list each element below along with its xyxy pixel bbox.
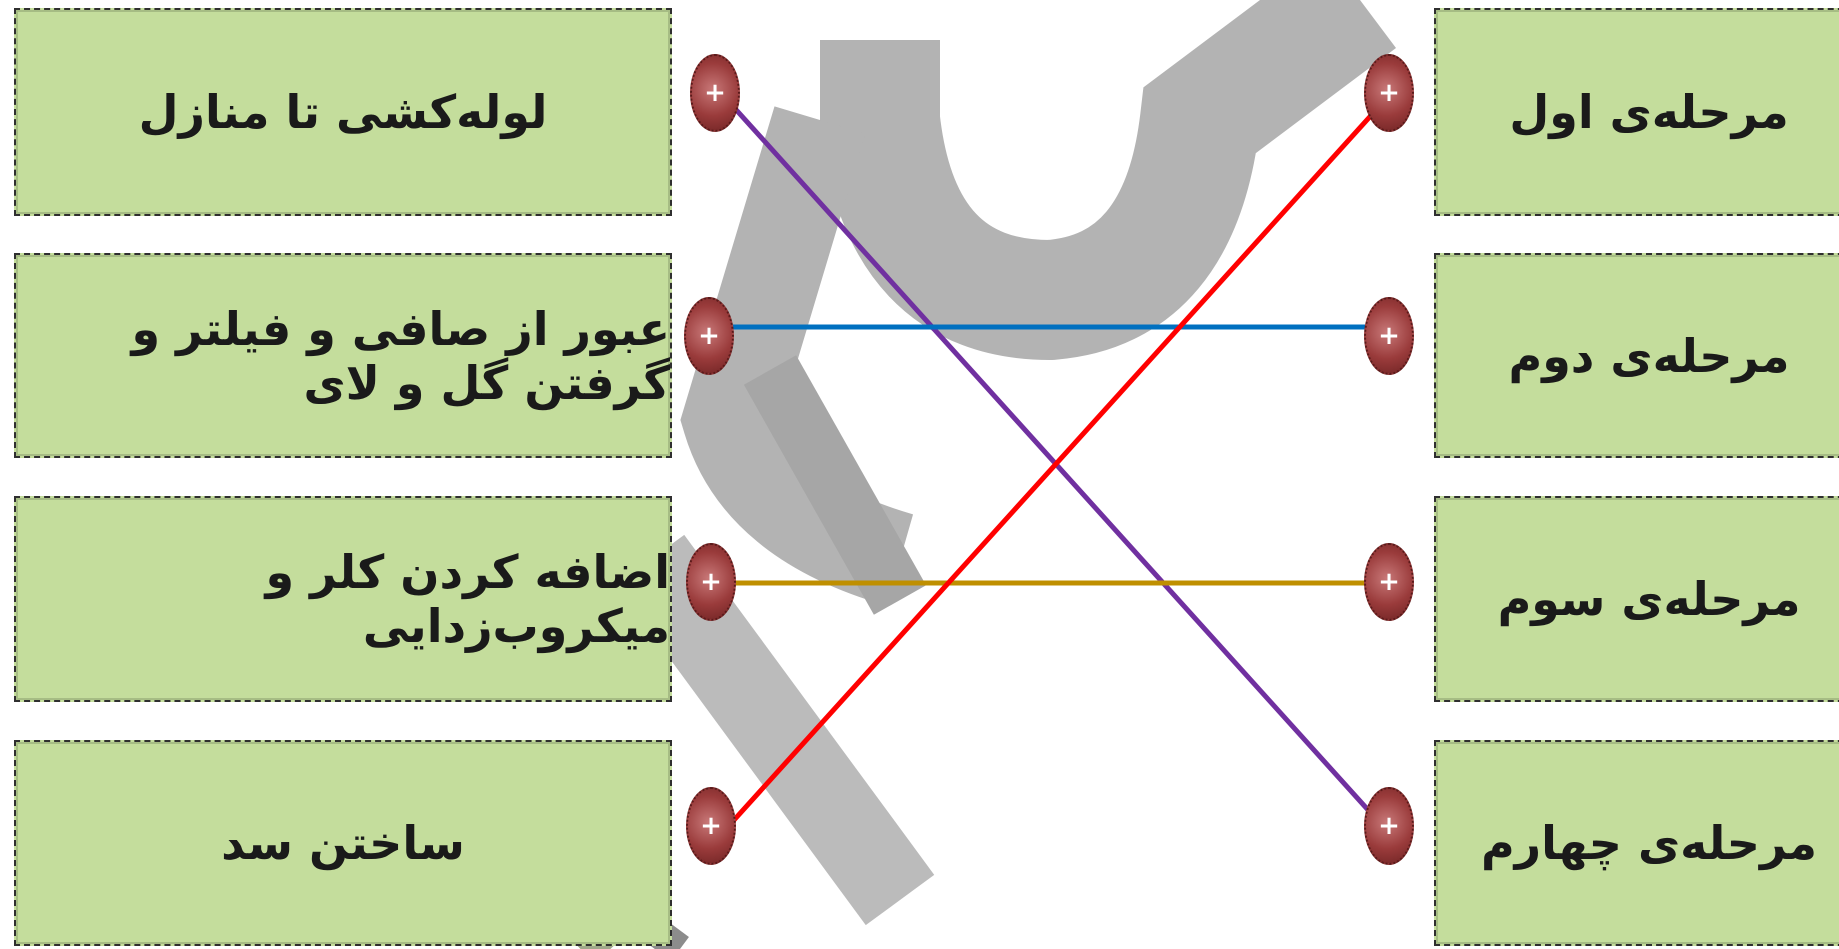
plus-icon: + <box>698 321 720 351</box>
connection-line <box>728 101 1408 854</box>
connection-line <box>723 98 1387 832</box>
left-connector-4[interactable]: + <box>686 787 736 865</box>
left-item-label: عبور از صافی و فیلتر و گرفتن گل و لای <box>131 301 670 410</box>
left-item-4: ساختن سد <box>14 740 672 946</box>
left-item-label: ساختن سد <box>221 816 465 870</box>
left-item-2: عبور از صافی و فیلتر و گرفتن گل و لای <box>14 253 672 458</box>
plus-icon: + <box>700 811 722 841</box>
right-connector-4[interactable]: + <box>1364 787 1414 865</box>
left-item-3: اضافه کردن کلر و میکروب‌زدایی <box>14 496 672 702</box>
right-item-2: مرحله‌ی دوم <box>1434 253 1839 458</box>
left-connector-1[interactable]: + <box>690 54 740 132</box>
plus-icon: + <box>1378 78 1400 108</box>
left-item-label: لوله‌کشی تا منازل <box>138 85 548 139</box>
right-item-label: مرحله‌ی چهارم <box>1480 816 1818 870</box>
right-item-label: مرحله‌ی دوم <box>1508 328 1790 383</box>
plus-icon: + <box>700 567 722 597</box>
left-connector-2[interactable]: + <box>684 297 734 375</box>
right-connector-2[interactable]: + <box>1364 297 1414 375</box>
right-item-3: مرحله‌ی سوم <box>1434 496 1839 702</box>
plus-icon: + <box>1378 811 1400 841</box>
plus-icon: + <box>1378 321 1400 351</box>
left-item-label: اضافه کردن کلر و میکروب‌زدایی <box>265 545 670 653</box>
plus-icon: + <box>1378 567 1400 597</box>
plus-icon: + <box>704 78 726 108</box>
left-connector-3[interactable]: + <box>686 543 736 621</box>
left-item-1: لوله‌کشی تا منازل <box>14 8 672 216</box>
right-item-4: مرحله‌ی چهارم <box>1434 740 1839 946</box>
right-connector-3[interactable]: + <box>1364 543 1414 621</box>
right-item-1: مرحله‌ی اول <box>1434 8 1839 216</box>
right-item-label: مرحله‌ی اول <box>1509 85 1789 139</box>
right-item-label: مرحله‌ی سوم <box>1497 572 1801 626</box>
right-connector-1[interactable]: + <box>1364 54 1414 132</box>
